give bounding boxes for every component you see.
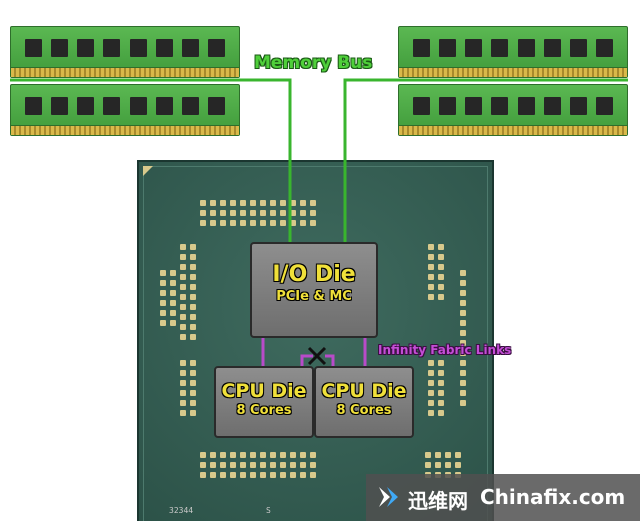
io-die-title: I/O Die — [272, 262, 356, 287]
cpu-die-1: CPU Die 8 Cores — [214, 366, 314, 438]
cpu-die-1-subtitle: 8 Cores — [236, 403, 292, 418]
cpu-die-2: CPU Die 8 Cores — [314, 366, 414, 438]
chinafix-logo-icon — [379, 487, 398, 507]
cpu-die-1-title: CPU Die — [221, 380, 307, 402]
cpu-die-2-subtitle: 8 Cores — [336, 403, 392, 418]
contact-pad-group — [200, 200, 316, 226]
io-die-subtitle: PCIe & MC — [276, 289, 352, 304]
memory-bus-line-right — [343, 78, 628, 246]
memory-bus-line-left — [10, 78, 292, 246]
no-direct-link-x-icon — [307, 346, 327, 366]
watermark-en: Chinafix.com — [480, 485, 626, 509]
memory-module-top-right — [398, 26, 628, 78]
cpu-die-2-title: CPU Die — [321, 380, 407, 402]
contact-pad-group — [200, 452, 316, 478]
memory-module-top-left — [10, 26, 240, 78]
memory-module-bottom-right — [398, 84, 628, 136]
contact-pad-group — [460, 270, 466, 406]
package-marking-right: S — [266, 506, 271, 515]
package-marking-left: 32344 — [169, 506, 194, 515]
if-link-cross-left — [300, 354, 313, 370]
pin1-marker-icon — [143, 166, 153, 176]
contact-pad-group — [428, 360, 444, 416]
contact-pad-group — [180, 244, 196, 340]
watermark: 迅维网 Chinafix.com — [366, 474, 640, 521]
watermark-cn: 迅维网 — [408, 489, 468, 513]
contact-pad-group — [160, 270, 176, 326]
infinity-fabric-label: Infinity Fabric Links — [378, 343, 512, 357]
memory-module-bottom-left — [10, 84, 240, 136]
if-link-cross-right — [325, 354, 335, 370]
contact-pad-group — [428, 244, 444, 300]
contact-pad-group — [180, 360, 196, 416]
io-die: I/O Die PCIe & MC — [250, 242, 378, 338]
memory-bus-label: Memory Bus — [254, 53, 373, 73]
